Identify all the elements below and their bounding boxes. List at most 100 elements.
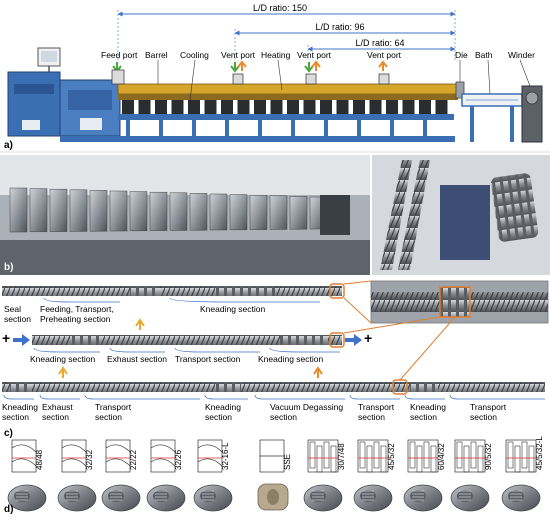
heater-block	[435, 100, 448, 114]
row3-vent-arrow-2	[313, 366, 323, 378]
panel-a: L/D ratio: 150 L/D ratio: 96 L/D ratio: …	[0, 3, 550, 153]
screw-element-11: 45/5/32-L	[501, 436, 544, 512]
feed-hopper	[111, 69, 125, 85]
heater-block	[386, 100, 398, 114]
row2-output-arrow	[345, 334, 362, 346]
barrel-segment-photo	[169, 192, 188, 231]
screw-element-6: SSE	[257, 439, 292, 511]
barrel-segment-photo	[229, 194, 248, 231]
ld-ratio-96: L/D ratio: 96	[234, 22, 456, 60]
plus-right: +	[364, 330, 372, 346]
feed-port-label: Feed port	[101, 50, 138, 60]
row2-transport-label: Transport section	[175, 354, 241, 364]
barrel	[117, 83, 459, 95]
heating-label: Heating	[261, 50, 291, 60]
barrel-segment-photo	[89, 190, 108, 232]
screw-element-9: 60/4/32	[403, 439, 446, 512]
vent-1-green-arrow	[230, 62, 240, 73]
panel-b-letter: b)	[4, 262, 13, 273]
heater-block	[188, 100, 200, 114]
heater-block	[138, 100, 151, 114]
element-schematic	[11, 439, 37, 473]
barrel-segment-photo	[149, 191, 168, 231]
cooling-label: Cooling	[180, 50, 209, 60]
barrel-segment-photo	[29, 188, 48, 233]
element-code-label: 45/5/32-L	[535, 436, 544, 470]
barrel-segment-photo	[269, 195, 288, 230]
element-schematic	[407, 439, 439, 473]
screw-configuration-2	[32, 335, 342, 345]
heater-block	[270, 100, 283, 114]
element-code-label: 48/48	[35, 449, 44, 470]
die-label: Die	[455, 50, 468, 60]
plus-left: +	[2, 330, 10, 346]
screw-element-3: 22/22	[101, 439, 141, 512]
row1-feeding-label: Feeding, Transport, Preheating section	[40, 304, 116, 324]
vent-port-1-label: Vent port	[221, 50, 256, 60]
panel-d-letter: d)	[4, 504, 13, 515]
row1-kneading-label: Kneading section	[200, 304, 265, 314]
row3-vent-arrow-1	[58, 366, 68, 378]
heater-block	[402, 100, 415, 114]
support-leg	[291, 120, 295, 136]
panel-b: b)	[0, 155, 550, 275]
vent-1-orange-arrow	[237, 60, 247, 71]
row2-input-arrow	[13, 334, 30, 346]
screw-element-4: 32/26	[146, 439, 186, 512]
screw-element-5: 32-16-L	[193, 439, 233, 512]
row2-vent-arrow	[135, 318, 145, 330]
element-code-label: 32-16-L	[221, 442, 230, 470]
heater-block	[171, 100, 184, 114]
barrel-segment-photo	[249, 194, 268, 230]
heater-block	[419, 100, 431, 114]
support-leg	[126, 120, 130, 136]
bath-label: Bath	[475, 50, 493, 60]
highlight-box-1	[329, 283, 345, 299]
screw-element-10: 90/5/32	[450, 439, 493, 512]
heater-block	[336, 100, 349, 114]
barrel-segment-photo	[129, 191, 148, 232]
machine-base	[118, 114, 454, 120]
row2-kneading-label-1: Kneading section	[30, 354, 95, 364]
element-schematic	[505, 439, 537, 473]
screw-configuration-3	[2, 382, 545, 392]
ld-label-96: L/D ratio: 96	[315, 22, 364, 32]
panel-c-letter: c)	[4, 428, 13, 439]
row2-exhaust-label: Exhaust section	[107, 354, 167, 364]
screw-element-8: 45/5/32	[353, 439, 396, 512]
screw-shafts-photo	[380, 160, 539, 270]
panel-a-letter: a)	[4, 140, 13, 151]
element-code-label: 30/7/48	[337, 443, 346, 470]
element-code-label: 90/5/32	[484, 443, 493, 470]
element-code-label: 32/26	[174, 449, 183, 470]
heater-block	[353, 100, 365, 114]
vent-2-green-arrow	[304, 62, 314, 73]
support-leg	[423, 120, 427, 136]
heater-block	[204, 100, 217, 114]
vent-port-2	[305, 73, 317, 85]
barrel-segment-photo	[189, 193, 208, 231]
highlight-box-2	[329, 332, 345, 348]
row1-seal-label: Seal section	[4, 304, 31, 324]
barrel-heaters	[122, 100, 448, 114]
support-leg	[192, 120, 196, 136]
support-leg	[357, 120, 361, 136]
barrel-label: Barrel	[145, 50, 168, 60]
row2-kneading-label-2: Kneading section	[258, 354, 323, 364]
barrel-segment-photo	[9, 187, 28, 233]
vent-port-2-label: Vent port	[297, 50, 332, 60]
element-schematic	[307, 439, 339, 473]
element-code-label: 45/5/32	[387, 443, 396, 470]
heater-block	[254, 100, 266, 114]
barrel-segment-photo	[69, 189, 88, 232]
heater-block	[221, 100, 233, 114]
ld-ratio-64: L/D ratio: 64	[307, 38, 456, 60]
screw-element-7: 30/7/48	[303, 439, 346, 512]
